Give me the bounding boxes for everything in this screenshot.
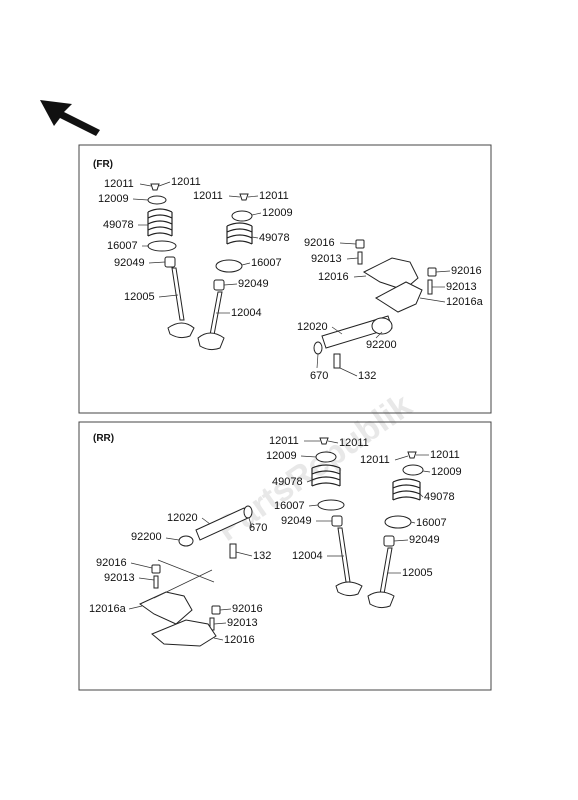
front-callouts: 12011 12011 12009 49078 16007 92049 1200…: [98, 176, 484, 382]
callout-label: 92013: [104, 572, 135, 584]
callout-label: 92016: [96, 557, 127, 569]
callout-label: 92200: [366, 339, 397, 351]
callout-label: 92013: [227, 617, 258, 629]
rear-valve-right: [367, 451, 424, 609]
callout-label: 92049: [409, 534, 440, 546]
direction-arrow-icon: [40, 100, 100, 136]
callout-label: 16007: [107, 240, 138, 252]
callout-label: 12005: [402, 567, 433, 579]
callout-label: 670: [310, 370, 328, 382]
callout-label: 12004: [231, 307, 262, 319]
callout-label: 12020: [167, 512, 198, 524]
callout-label: 12009: [98, 193, 129, 205]
callout-label: 12016a: [89, 603, 127, 615]
callout-label: 92049: [114, 257, 145, 269]
callout-label: 92049: [281, 515, 312, 527]
callout-label: 16007: [416, 517, 447, 529]
callout-label: 12011: [430, 449, 460, 461]
callout-label: 12009: [266, 450, 297, 462]
callout-label: 12011: [360, 454, 390, 466]
callout-label: 92200: [131, 531, 162, 543]
rear-title: (RR): [93, 433, 114, 444]
callout-label: 92013: [446, 281, 477, 293]
rear-section: (RR): [78, 421, 492, 691]
callout-label: 132: [253, 550, 271, 562]
rear-valve-left: [311, 437, 363, 597]
callout-label: 12011: [193, 190, 223, 202]
front-valve-left: [147, 183, 195, 339]
callout-label: 12016: [318, 271, 349, 283]
callout-label: 12011: [259, 190, 289, 202]
callout-label: 12009: [262, 207, 293, 219]
rear-rocker-assembly: [139, 505, 253, 647]
callout-label: 12011: [104, 178, 134, 190]
callout-label: 12011: [269, 435, 299, 447]
callout-label: 92049: [238, 278, 269, 290]
callout-label: 670: [249, 522, 267, 534]
front-title: (FR): [93, 159, 113, 170]
callout-label: 49078: [103, 219, 134, 231]
front-section: (FR): [78, 144, 492, 414]
rear-frame: [78, 421, 492, 691]
callout-label: 92016: [232, 603, 263, 615]
front-rocker-assembly: [313, 239, 437, 369]
callout-label: 49078: [424, 491, 455, 503]
front-valve-right: [197, 193, 253, 351]
callout-label: 12020: [297, 321, 328, 333]
callout-label: 12009: [431, 466, 462, 478]
callout-label: 16007: [274, 500, 305, 512]
front-frame: [78, 144, 492, 414]
callout-label: 92016: [451, 265, 482, 277]
callout-label: 92013: [311, 253, 342, 265]
callout-label: 12016a: [446, 296, 484, 308]
callout-label: 92016: [304, 237, 335, 249]
callout-label: 12016: [224, 634, 255, 646]
callout-label: 12011: [339, 437, 369, 449]
callout-label: 12004: [292, 550, 323, 562]
callout-label: 132: [358, 370, 376, 382]
callout-label: 12005: [124, 291, 155, 303]
callout-label: 49078: [272, 476, 303, 488]
rear-callouts: 12011 12011 12009 49078 16007 92049 1200…: [89, 435, 462, 646]
callout-label: 16007: [251, 257, 282, 269]
callout-label: 12011: [171, 176, 201, 188]
callout-label: 49078: [259, 232, 290, 244]
